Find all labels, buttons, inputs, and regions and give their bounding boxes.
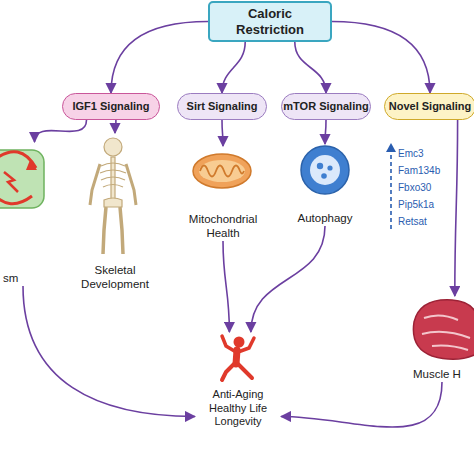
- flow-arrow: [111, 22, 208, 94]
- flow-arrow: [325, 120, 326, 144]
- flow-arrow: [295, 42, 326, 93]
- flow-arrow: [281, 382, 442, 427]
- flow-arrow: [455, 120, 458, 296]
- node-text: Skeletal Development: [68, 264, 162, 292]
- node-text: Muscle H: [413, 368, 461, 382]
- flow-arrow: [222, 42, 245, 93]
- flow-arrow: [35, 120, 87, 142]
- flow-arrow: [251, 226, 325, 332]
- outcome-item: Muscle H: [410, 296, 474, 382]
- pathway-pill: Sirt Signaling: [177, 93, 267, 120]
- pathway-pill: IGF1 Signaling: [62, 93, 160, 120]
- node-text: mTOR Signaling: [283, 100, 368, 113]
- outcome-item: Skeletal Development: [68, 133, 162, 292]
- pathway-pill: Novel Signaling: [384, 93, 474, 120]
- person-icon: [222, 336, 254, 380]
- flow-arrow: [23, 286, 195, 417]
- gene-label: Fam134b: [398, 166, 440, 176]
- outcome-item: sm: [0, 142, 46, 286]
- flow-arrow: [114, 120, 117, 133]
- node-text: sm: [3, 272, 18, 286]
- process-box: Caloric Restriction: [208, 1, 332, 42]
- mitochondria-icon: [193, 154, 251, 188]
- node-text: Autophagy: [298, 212, 353, 226]
- gene-label: Retsat: [398, 217, 427, 227]
- node-text: Anti-Aging Healthy Life Longevity: [198, 388, 278, 428]
- node-text: Mitochondrial Health: [179, 213, 267, 241]
- skeleton-icon: [90, 138, 136, 254]
- muscle-icon: [413, 300, 474, 359]
- pathway-pill: mTOR Signaling: [281, 93, 371, 120]
- flow-arrow: [223, 241, 229, 332]
- metabolism-icon: [0, 150, 44, 208]
- gene-label: Pip5k1a: [398, 200, 434, 210]
- gene-label: Emc3: [398, 149, 424, 159]
- node-text: Novel Signaling: [389, 100, 472, 113]
- flow-arrow: [222, 120, 223, 146]
- gene-label: Fbxo30: [398, 183, 431, 193]
- outcome-item: Anti-Aging Healthy Life Longevity: [195, 332, 281, 428]
- outcome-item: Mitochondrial Health: [179, 146, 267, 241]
- outcome-item: Autophagy: [288, 144, 362, 226]
- autophagy-icon: [301, 146, 349, 194]
- node-text: IGF1 Signaling: [72, 100, 149, 113]
- node-text: Sirt Signaling: [187, 100, 258, 113]
- gene-list-arrow: [386, 143, 396, 229]
- node-text: Caloric Restriction: [230, 6, 310, 37]
- flow-arrow: [332, 22, 430, 94]
